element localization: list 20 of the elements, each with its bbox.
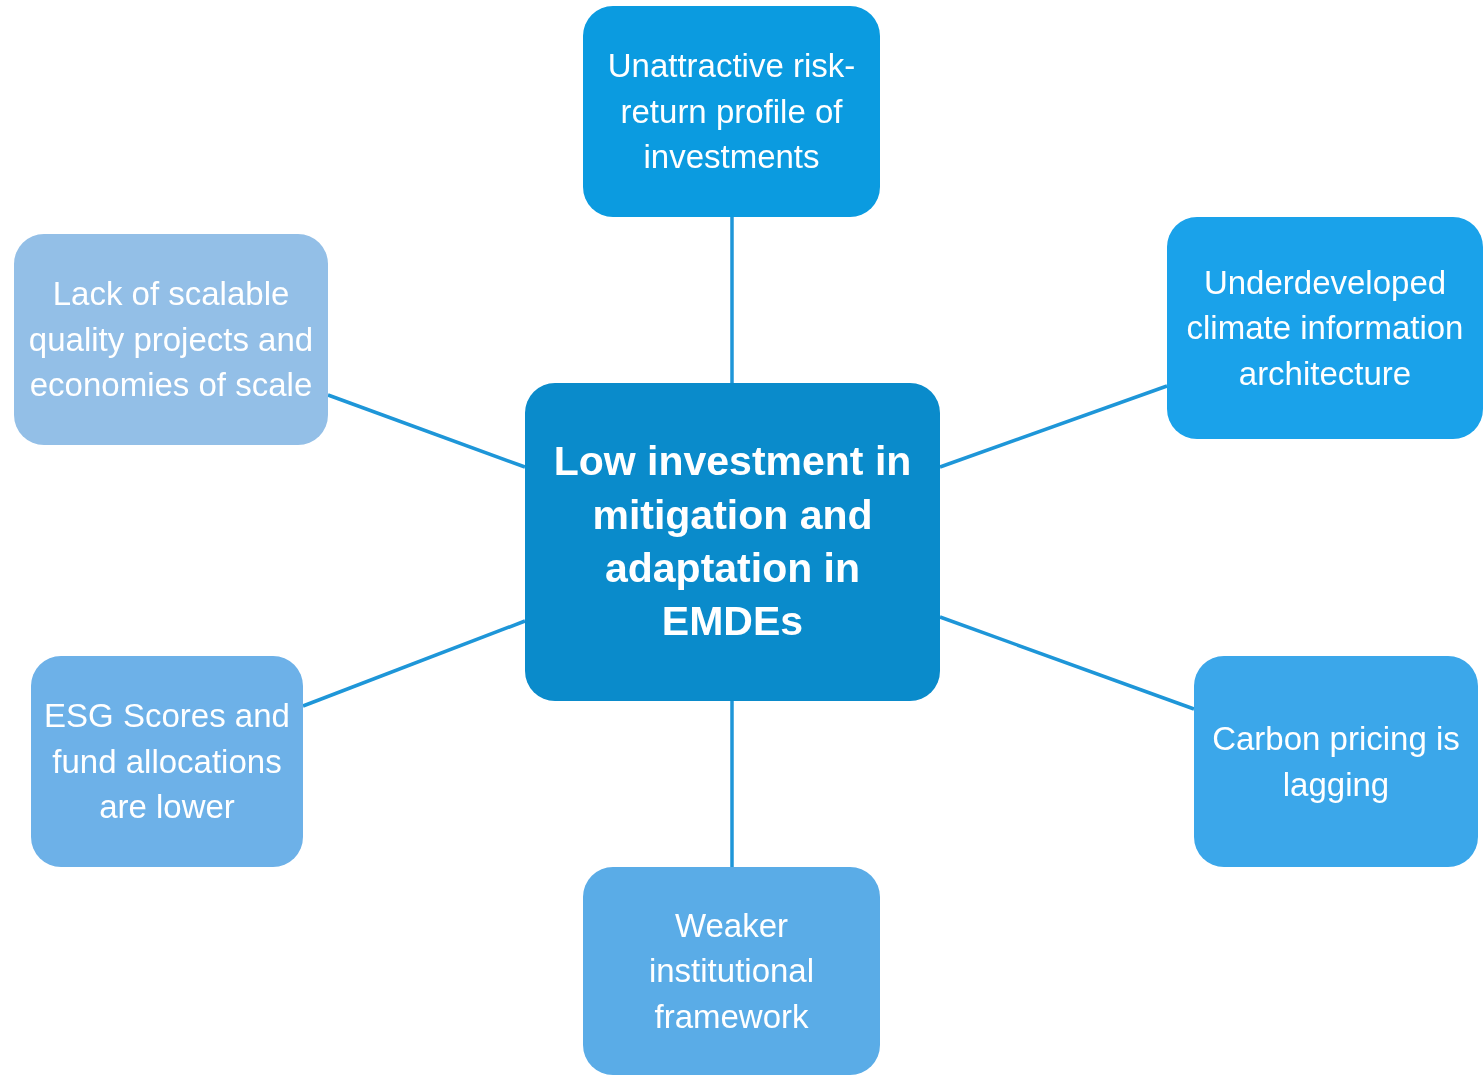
box-label: Underdeveloped climate information architecture bbox=[1185, 262, 1465, 394]
connector-line bbox=[939, 384, 1168, 469]
cause-box bbox=[14, 234, 328, 445]
connector-line bbox=[939, 615, 1195, 711]
cause-box bbox=[31, 656, 303, 867]
connector-line bbox=[730, 701, 734, 867]
box-label: Lack of scalable quality projects and economies of scale bbox=[27, 274, 315, 406]
cause-box bbox=[583, 867, 880, 1075]
cause-box bbox=[1194, 656, 1478, 867]
box-label: Unattractive risk-return profile of investments bbox=[606, 46, 857, 178]
connector-line bbox=[730, 217, 734, 383]
connector-line bbox=[327, 393, 526, 469]
cause-box bbox=[1167, 217, 1483, 439]
box-label: Carbon pricing is lagging bbox=[1211, 718, 1461, 805]
connector-line bbox=[302, 619, 526, 708]
cause-box bbox=[583, 6, 880, 217]
box-label: Weaker institutional framework bbox=[647, 905, 816, 1037]
box-label: Low investment in mitigation and adaptation in EMDEs bbox=[552, 437, 913, 647]
central-problem-box bbox=[525, 383, 940, 701]
box-label: ESG Scores and fund allocations are lower bbox=[43, 696, 291, 828]
